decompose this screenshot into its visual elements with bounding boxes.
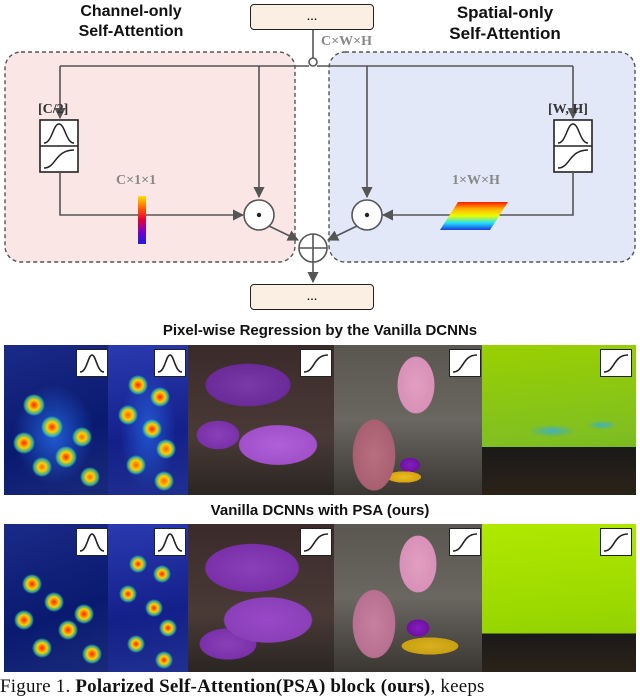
spatial-weight-slab [440, 202, 508, 230]
channel-weight-dim-label: C×1×1 [116, 173, 157, 188]
sigmoid-curve-icon [600, 349, 632, 377]
channel-branch-label: [C/2] [38, 102, 69, 117]
section1-heading: Pixel-wise Regression by the Vanilla DCN… [162, 322, 478, 339]
sigmoid-curve-icon [43, 149, 75, 169]
sigmoid-curve-icon [300, 349, 332, 377]
section2-heading: Vanilla DCNNs with PSA (ours) [210, 502, 430, 519]
sigmoid-curve-icon [449, 349, 481, 377]
sigmoid-curve-icon [449, 528, 481, 556]
gaussian-curve-icon [154, 349, 186, 377]
sigmoid-curve-icon [600, 528, 632, 556]
spatial-only-title: Spatial-only Self-Attention [449, 3, 561, 43]
output-feature-box: ... [250, 284, 374, 310]
gaussian-curve-icon [557, 123, 589, 144]
spatial-branch-label: [W, H] [548, 102, 588, 117]
channel-attention-panel [4, 51, 296, 263]
channel-weight-bar [138, 196, 146, 244]
channel-only-title: Channel-only Self-Attention [78, 3, 184, 40]
input-feature-box: ... [250, 4, 374, 30]
gaussian-curve-icon [76, 349, 108, 377]
gaussian-curve-icon [154, 528, 186, 556]
psa-block-diagram [4, 30, 636, 284]
sigmoid-curve-icon [300, 528, 332, 556]
spatial-weight-dim-label: 1×W×H [452, 173, 500, 188]
gaussian-curve-icon [43, 123, 75, 144]
sigmoid-curve-icon [557, 149, 589, 169]
split-node [308, 57, 318, 67]
spatial-attention-panel [328, 51, 636, 263]
figure-caption: Figure 1. Polarized Self-Attention(PSA) … [0, 676, 485, 697]
input-dim-label: C×W×H [321, 34, 372, 49]
gaussian-curve-icon [76, 528, 108, 556]
